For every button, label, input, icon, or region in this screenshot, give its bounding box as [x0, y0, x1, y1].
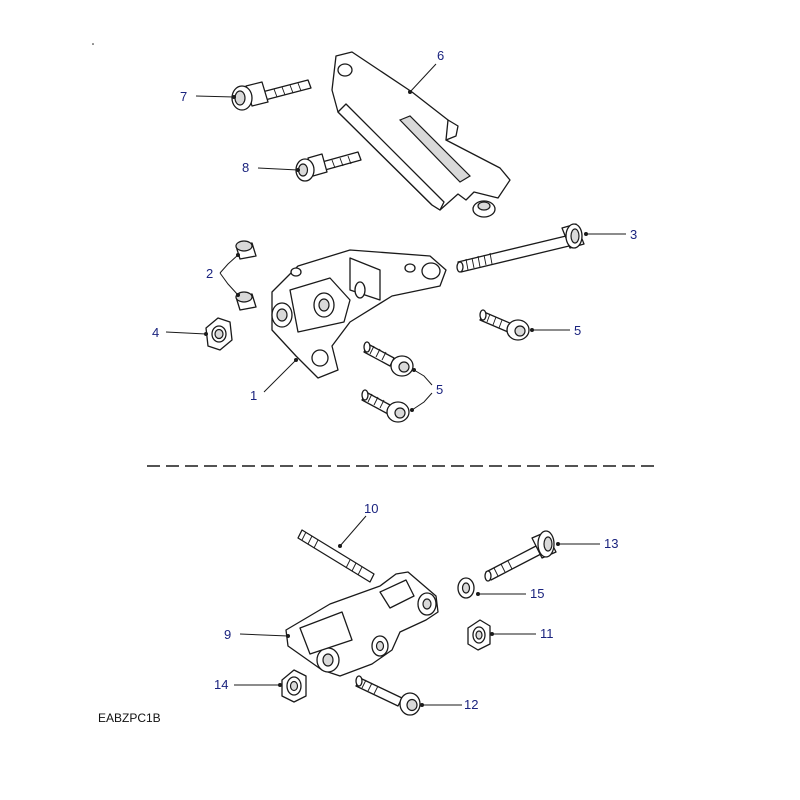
part-5-bolt-middle: [363, 341, 414, 377]
corner-mark: [92, 43, 94, 45]
callout-14: 14: [214, 677, 228, 692]
callout-2: 2: [206, 266, 213, 281]
callout-3: 3: [630, 227, 637, 242]
callout-9: 9: [224, 627, 231, 642]
leader-lines: [165, 63, 626, 707]
part-8-flange-bolt: [295, 151, 362, 182]
part-11-flange-nut: [467, 619, 491, 651]
part-10-stud: [297, 529, 375, 583]
callout-12: 12: [464, 697, 478, 712]
diagram-reference-code: EABZPC1B: [98, 711, 161, 725]
callout-7: 7: [180, 89, 187, 104]
callout-5-right: 5: [574, 323, 581, 338]
part-14-flange-nut: [281, 669, 307, 703]
callout-15: 15: [530, 586, 544, 601]
part-6-nut: [472, 200, 496, 218]
part-5-bolt-lower: [361, 389, 410, 423]
part-4-flange-nut: [205, 317, 233, 351]
part-3-long-bolt: [456, 223, 585, 273]
part-15-washer: [457, 577, 475, 599]
part-6-bracket: [331, 51, 511, 218]
callout-8: 8: [242, 160, 249, 175]
callout-4: 4: [152, 325, 159, 340]
part-9-lower-bracket: [285, 571, 439, 677]
callout-10: 10: [364, 501, 378, 516]
callout-1: 1: [250, 388, 257, 403]
part-12-bolt: [355, 675, 421, 716]
part-1-mounting-bracket: [271, 249, 447, 379]
part-2-bush-lower: [235, 291, 257, 311]
callout-5-lower: 5: [436, 382, 443, 397]
callout-11: 11: [540, 626, 554, 641]
part-13-bolt: [484, 530, 557, 582]
callout-6: 6: [437, 48, 444, 63]
part-7-flange-bolt: [231, 79, 312, 111]
part-5-bolt-right: [479, 309, 530, 341]
callout-13: 13: [604, 536, 618, 551]
